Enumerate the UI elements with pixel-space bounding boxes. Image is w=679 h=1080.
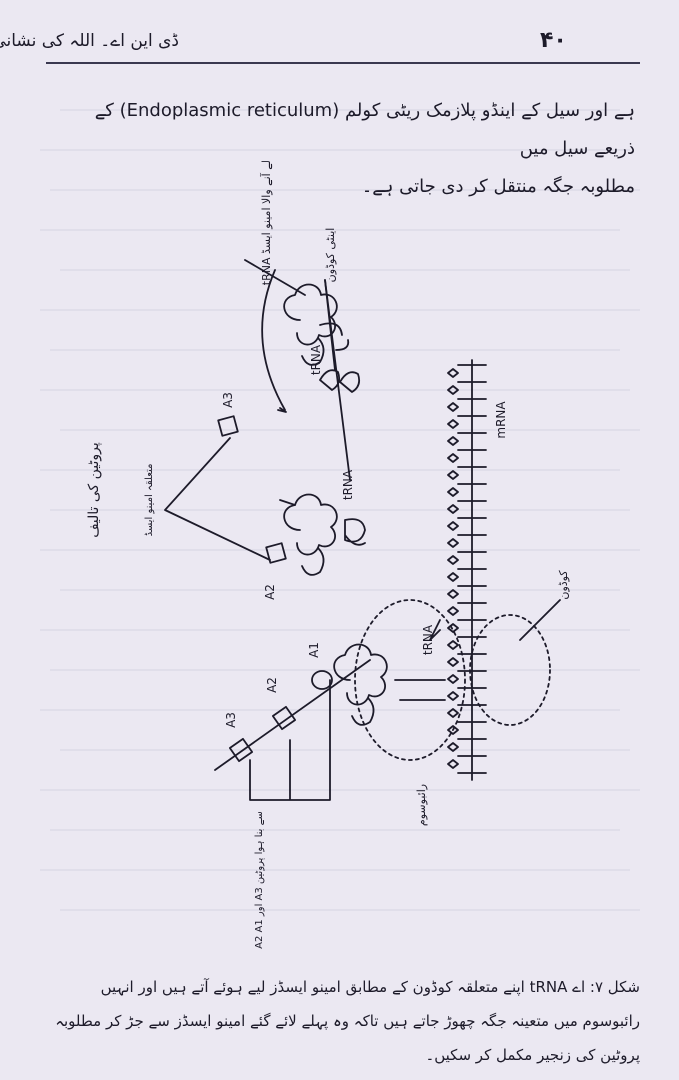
bleed-through-texture <box>40 109 640 911</box>
trna-mid-label: tRNA <box>341 469 355 500</box>
trna-middle-shape <box>279 493 366 576</box>
page-number: ۴۰ <box>540 28 567 53</box>
codon-label: کوڈون <box>557 570 570 600</box>
mrna-codon-tick-group <box>447 364 487 774</box>
chain-bracket <box>249 679 331 801</box>
body-line-1: ہے اور سیل کے اینڈو پلازمک ریٹی کولم (En… <box>94 100 635 159</box>
amino-a2-low <box>271 705 297 731</box>
amino-acid-label: متعلقہ امینو ایسڈ <box>144 464 155 537</box>
caption-line-2: رائبوسوم میں متعینہ جگہ چھوڑ جاتے ہیں تا… <box>55 1012 640 1064</box>
mrna-label: mRNA <box>494 401 508 439</box>
trna-lower-shape <box>333 643 446 726</box>
figure-caption: شکل ۷: اے tRNA اپنے متعلقہ کوڈون کے مطاب… <box>40 970 640 1072</box>
amino-a2-top <box>265 542 287 564</box>
trna-low-label: tRNA <box>421 624 435 655</box>
a3-low-label: A3 <box>224 712 238 728</box>
ribosome-large-subunit <box>354 599 466 761</box>
a2-low-label: A2 <box>265 677 279 693</box>
amino-a1-low <box>311 670 333 690</box>
amino-acid-pointer-lines <box>164 437 271 561</box>
protein-synthesis-label: پروٹین کی تالیف <box>86 442 102 538</box>
protein-synthesis-diagram: mRNA tRNA tRNA tRNA A3 A2 A1 A2 A3 اینٹی… <box>86 160 570 949</box>
body-paragraph: ہے اور سیل کے اینڈو پلازمک ریٹی کولم (En… <box>60 92 635 206</box>
running-header-title: ڈی این اے۔ اللہ کی نشانی <box>0 31 179 51</box>
ribosome-small-subunit <box>469 614 551 726</box>
a2-top-label: A2 <box>263 584 277 600</box>
header-divider <box>46 62 640 64</box>
codon-pointer <box>429 599 561 641</box>
chain-label: A2 A1 اور A3 سے بنا ہوا پروٹین <box>254 811 265 949</box>
trna-top-shape <box>244 259 361 393</box>
ribosome-label: رائبوسوم <box>415 784 428 826</box>
amino-a3-top <box>217 415 239 437</box>
caption-line-1: شکل ۷: اے tRNA اپنے متعلقہ کوڈون کے مطاب… <box>100 978 640 996</box>
arrow-trna-arrive <box>261 269 286 411</box>
anticodon-label: اینٹی کوڈون <box>324 228 337 283</box>
amino-a3-low <box>228 737 254 763</box>
body-line-2: مطلوبہ جگہ منتقل کر دی جاتی ہے۔ <box>361 176 635 197</box>
trna-top-label: tRNA <box>309 344 323 375</box>
a1-label: A1 <box>307 642 321 658</box>
trna-arrive-label: tRNA لے آنے والا امینو ایسڈ <box>259 160 273 285</box>
a3-top-label: A3 <box>221 392 235 408</box>
